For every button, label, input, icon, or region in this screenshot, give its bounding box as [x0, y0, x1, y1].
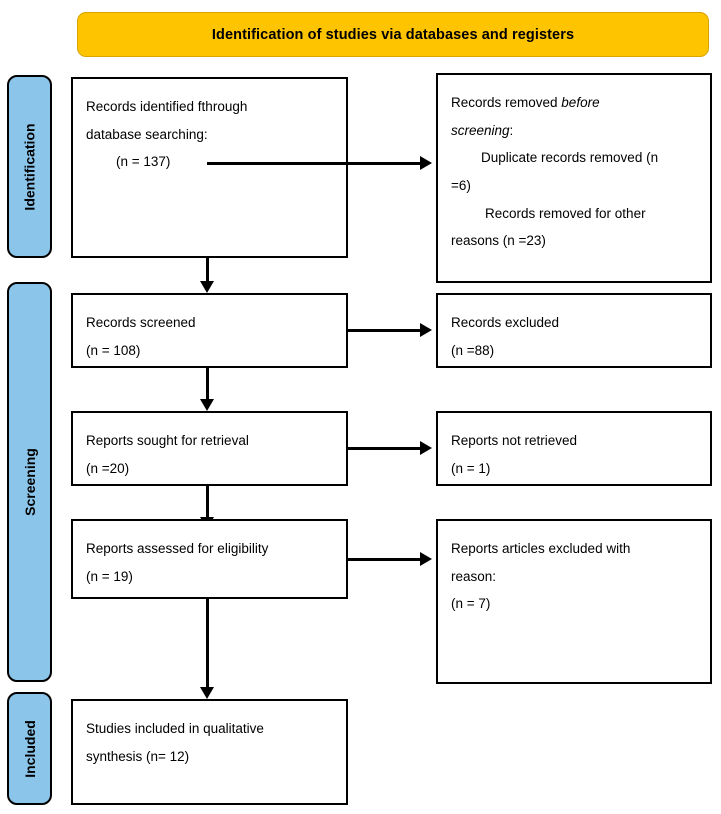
box-records-excluded: Records excluded (n =88) [436, 293, 712, 368]
stage-label-screening: Screening [21, 448, 38, 516]
records-removed-line2: screening: [451, 117, 697, 145]
reports-sought-count: (n =20) [86, 460, 130, 476]
arrow-screened-to-sought [200, 399, 214, 411]
box-records-identified: Records identified fthrough database sea… [71, 77, 348, 258]
arrow-sought-to-not-retrieved [420, 441, 432, 455]
arrow-identified-to-screened [200, 281, 214, 293]
box-reports-assessed: Reports assessed for eligibility (n = 19… [71, 519, 348, 599]
connector-sought-to-assessed [206, 486, 209, 521]
duplicate-records-removed-count: =6) [451, 178, 471, 194]
reports-not-retrieved-count: (n = 1) [451, 460, 491, 476]
records-removed-italic-before: before [561, 95, 600, 110]
diagram-header-banner: Identification of studies via databases … [77, 12, 709, 57]
box-records-removed: Records removed before screening: Duplic… [436, 73, 712, 283]
arrow-identified-to-removed [420, 156, 432, 170]
studies-included-line2: synthesis (n= 12) [86, 748, 190, 764]
connector-sought-to-not-retrieved [347, 447, 422, 450]
studies-included-line1: Studies included in qualitative [86, 721, 264, 736]
box-reports-not-retrieved: Reports not retrieved (n = 1) [436, 411, 712, 486]
records-identified-count: (n = 137) [116, 154, 171, 170]
connector-assessed-to-included [206, 599, 209, 691]
reports-assessed-count: (n = 19) [86, 568, 133, 584]
duplicate-records-removed-line1: Duplicate records removed (n [481, 150, 659, 166]
stage-bar-screening: Screening [7, 282, 52, 682]
connector-identified-to-removed [207, 162, 422, 165]
reports-excluded-reason-line1: Reports articles excluded with [451, 541, 631, 556]
reports-excluded-reason-line2: reason: [451, 568, 497, 584]
connector-screened-to-sought [206, 368, 209, 403]
box-records-screened: Records screened (n = 108) [71, 293, 348, 368]
other-reasons-removed-line1: Records removed for other [485, 205, 646, 221]
stage-bar-included: Included [7, 692, 52, 805]
records-excluded-line1: Records excluded [451, 315, 560, 330]
records-removed-prefix: Records removed [451, 95, 562, 110]
reports-sought-line1: Reports sought for retrieval [86, 433, 249, 448]
arrow-screened-to-excluded [420, 323, 432, 337]
connector-identified-to-screened [206, 258, 209, 286]
connector-assessed-to-excluded-reason [347, 558, 422, 561]
reports-not-retrieved-line1: Reports not retrieved [451, 433, 578, 448]
records-identified-line1: Records identified fthrough [86, 99, 248, 114]
stage-label-included: Included [21, 719, 38, 778]
other-reasons-removed-count: reasons (n =23) [451, 233, 546, 249]
records-removed-colon: : [509, 122, 514, 138]
records-identified-line2: database searching: [86, 126, 208, 142]
records-excluded-count: (n =88) [451, 342, 495, 358]
arrow-assessed-to-excluded-reason [420, 552, 432, 566]
records-screened-count: (n = 108) [86, 342, 141, 358]
box-studies-included: Studies included in qualitative synthesi… [71, 699, 348, 805]
records-screened-line1: Records screened [86, 315, 196, 330]
box-reports-excluded-with-reason: Reports articles excluded with reason: (… [436, 519, 712, 684]
reports-excluded-reason-count: (n = 7) [451, 596, 491, 612]
stage-label-identification: Identification [21, 122, 38, 211]
stage-bar-identification: Identification [7, 75, 52, 258]
connector-screened-to-excluded [347, 329, 422, 332]
diagram-title: Identification of studies via databases … [211, 26, 575, 43]
records-removed-italic-screening: screening [451, 122, 510, 138]
reports-assessed-line1: Reports assessed for eligibility [86, 541, 269, 556]
records-removed-line1: Records removed before [451, 89, 697, 117]
arrow-assessed-to-included [200, 687, 214, 699]
box-reports-sought: Reports sought for retrieval (n =20) [71, 411, 348, 486]
